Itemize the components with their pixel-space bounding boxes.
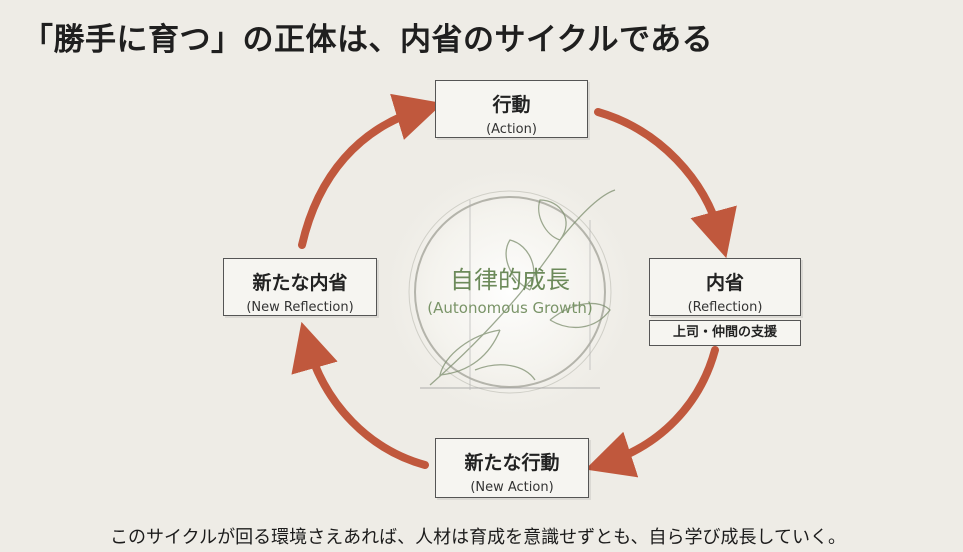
node-action: 行動 (Action) xyxy=(435,80,588,138)
node-new-reflection-jp: 新たな内省 xyxy=(252,272,348,294)
center-label-en: (Autonomous Growth) xyxy=(427,299,593,317)
arrow-action-to-reflection xyxy=(594,108,737,259)
arrow-new-reflection-to-action xyxy=(298,93,443,249)
node-new-reflection-en: (New Reflection) xyxy=(246,300,354,315)
center-label: 自律的成長 (Autonomous Growth) xyxy=(400,260,620,317)
node-action-en: (Action) xyxy=(486,122,537,137)
plant-sketch-icon xyxy=(420,189,616,390)
node-action-jp: 行動 xyxy=(492,94,531,116)
footer-text: このサイクルが回る環境さえあれば、人材は育成を意識せずとも、自ら学び成長していく… xyxy=(110,527,847,548)
node-new-action-jp: 新たな行動 xyxy=(464,452,560,474)
arrow-reflection-to-new-action xyxy=(585,346,719,478)
node-new-reflection: 新たな内省 (New Reflection) xyxy=(223,258,377,316)
node-reflection: 内省 (Reflection) xyxy=(649,258,801,316)
node-new-action-en: (New Action) xyxy=(470,480,554,495)
page-title: 「勝手に育つ」の正体は、内省のサイクルである xyxy=(22,22,714,58)
center-circle xyxy=(414,196,606,388)
arrow-new-action-to-new-reflection xyxy=(291,321,429,469)
node-new-action: 新たな行動 (New Action) xyxy=(435,438,589,498)
node-reflection-en: (Reflection) xyxy=(687,300,763,315)
node-reflection-jp: 内省 xyxy=(705,272,744,294)
center-label-jp: 自律的成長 xyxy=(450,266,570,294)
support-label: 上司・仲間の支援 xyxy=(649,320,801,346)
